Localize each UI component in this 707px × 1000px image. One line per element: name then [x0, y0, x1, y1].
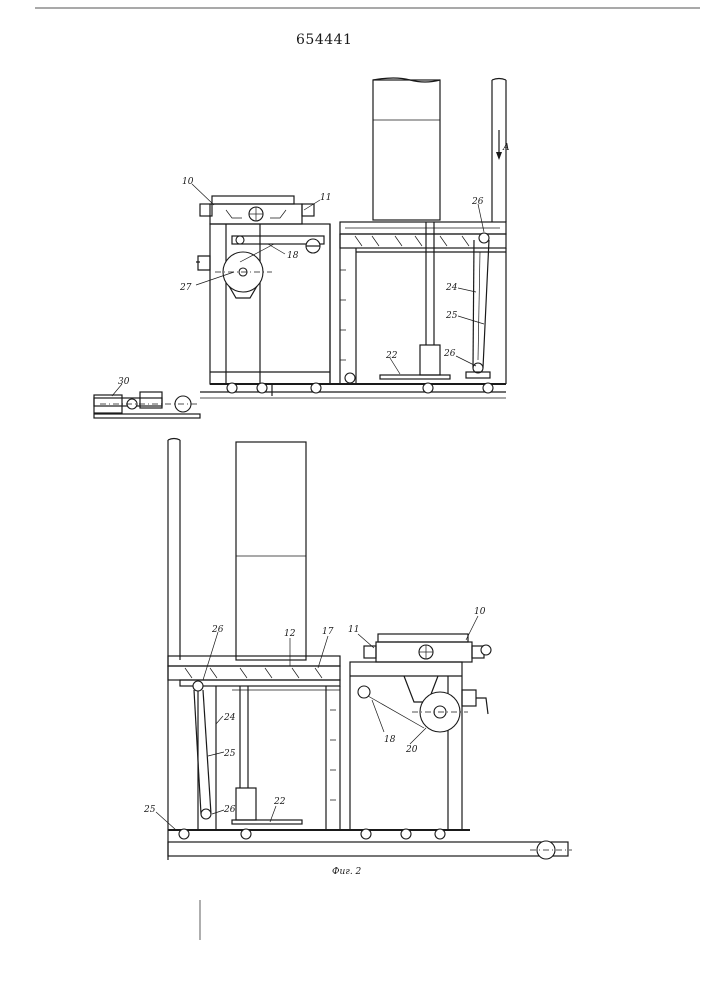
- top-wheel: [483, 383, 493, 393]
- bottom-conveyor-lower: [180, 680, 340, 686]
- top-leader-10: [192, 184, 214, 205]
- bottom-lift-cylinder: [236, 788, 256, 820]
- bottom-label-20: 20: [405, 745, 418, 755]
- bottom-left-wall: [168, 440, 180, 860]
- bottom-wheel: [401, 829, 411, 839]
- top-label-22: 22: [385, 351, 398, 361]
- top-label-30: 30: [118, 377, 130, 387]
- bottom-label-11: 11: [348, 625, 359, 635]
- bottom-label-26a: 26: [211, 625, 224, 635]
- top-label-26b: 26: [443, 349, 456, 359]
- top-conveyor-rollers: [355, 236, 469, 246]
- bottom-wheel: [241, 829, 251, 839]
- bottom-view: 26 12 17 11 10 24 25 18 20 25 26 22: [143, 439, 572, 861]
- bottom-sprocket-upper-26: [193, 681, 203, 691]
- top-left-handle: [196, 256, 210, 270]
- bottom-track: [168, 842, 568, 856]
- bottom-wheel: [179, 829, 189, 839]
- top-label-26a: 26: [471, 197, 484, 207]
- top-dimension-ticks: [340, 270, 346, 360]
- top-wheel: [227, 383, 237, 393]
- bottom-label-18: 18: [384, 735, 396, 745]
- top-label-24: 24: [445, 283, 458, 293]
- bottom-clamp-knob: [481, 645, 491, 655]
- bottom-label-26b: 26: [223, 805, 236, 815]
- bottom-leader-17: [318, 636, 328, 668]
- bottom-leader-24: [216, 716, 223, 724]
- bottom-wheel: [435, 829, 445, 839]
- bottom-wheel: [361, 829, 371, 839]
- top-sprocket-upper-26: [479, 233, 489, 243]
- bottom-label-22: 22: [273, 797, 286, 807]
- bottom-leader-26b: [212, 810, 224, 814]
- bottom-label-12: 12: [284, 629, 296, 639]
- bottom-leader-10: [466, 616, 478, 640]
- bottom-leader-25b: [156, 812, 176, 830]
- top-clamp-top-plate: [212, 196, 294, 204]
- bottom-handle-box: [462, 690, 476, 706]
- bottom-sprocket-lower-26: [201, 809, 211, 819]
- top-label-25: 25: [445, 311, 458, 321]
- top-wheel: [257, 383, 267, 393]
- top-right-wall-break: [492, 79, 506, 81]
- top-drive-plate: [94, 414, 200, 418]
- bottom-hopper-column: [236, 442, 306, 660]
- top-arrow-a-label: A: [502, 143, 510, 153]
- bottom-clamp-left-screw: [364, 646, 376, 658]
- bottom-leader-18: [372, 700, 384, 732]
- top-chain-center: [478, 252, 480, 360]
- top-lift-cylinder: [420, 345, 440, 375]
- top-wheel: [345, 373, 355, 383]
- top-label-10: 10: [182, 177, 194, 187]
- bottom-handle-crank: [476, 698, 488, 714]
- bottom-leader-20: [410, 728, 426, 744]
- top-leader-18: [268, 244, 285, 254]
- bottom-label-10: 10: [474, 607, 486, 617]
- top-view: A: [94, 78, 510, 418]
- bottom-label-24: 24: [223, 713, 236, 723]
- bottom-label-25a: 25: [223, 749, 236, 759]
- figure-caption: Фиг. 2: [332, 867, 362, 877]
- bottom-chain-right: [203, 690, 211, 814]
- bottom-left-wall-break: [168, 439, 180, 441]
- top-leader-25: [458, 316, 484, 324]
- bottom-conveyor-table: [168, 656, 340, 666]
- top-hopper-column: [373, 80, 440, 220]
- bottom-dimension-ticks: [330, 710, 336, 800]
- top-arrow-a-head: [496, 152, 502, 160]
- top-chain-left-24: [473, 240, 474, 368]
- bottom-conveyor-beam: [168, 666, 340, 680]
- top-clamp-right-screw: [302, 204, 314, 216]
- bottom-label-17: 17: [322, 627, 334, 637]
- top-label-27: 27: [179, 283, 192, 293]
- top-label-11: 11: [320, 193, 331, 203]
- bottom-clamp-top-plate: [378, 634, 468, 642]
- top-label-18: 18: [287, 251, 299, 261]
- bottom-label-25b: 25: [143, 805, 156, 815]
- top-leader-11: [304, 200, 320, 210]
- top-wheel: [423, 383, 433, 393]
- top-shaft-bearing-left: [236, 236, 244, 244]
- patent-number: 654441: [296, 32, 352, 48]
- top-wheel: [311, 383, 321, 393]
- top-base-plate-22: [380, 375, 450, 379]
- top-chain-right-25: [483, 240, 489, 368]
- bottom-base-plate-22: [232, 820, 302, 824]
